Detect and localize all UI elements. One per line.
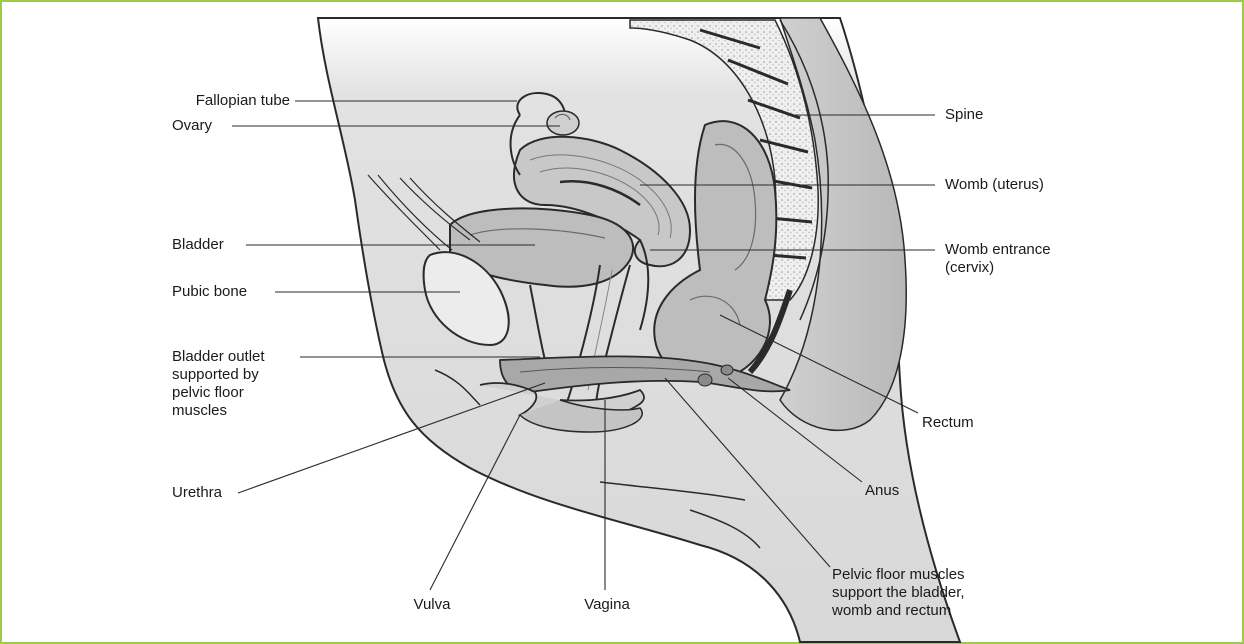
label-urethra: Urethra — [172, 484, 222, 502]
label-pelvic-floor-line-1: Pelvic floor muscles — [832, 566, 965, 584]
label-bladder: Bladder — [172, 236, 224, 254]
label-vulva: Vulva — [402, 596, 462, 614]
label-pubic-bone: Pubic bone — [172, 283, 247, 301]
label-pelvic-floor: Pelvic floor muscles support the bladder… — [832, 566, 965, 620]
label-vagina: Vagina — [575, 596, 639, 614]
label-bladder-outlet-line-1: Bladder outlet — [172, 348, 265, 366]
label-pelvic-floor-line-3: womb and rectum — [832, 602, 965, 620]
label-bladder-outlet-line-2: supported by — [172, 366, 265, 384]
label-womb-entrance-line-1: Womb entrance — [945, 241, 1051, 259]
label-womb: Womb (uterus) — [945, 176, 1044, 194]
label-bladder-outlet-line-3: pelvic floor — [172, 384, 265, 402]
label-bladder-outlet-line-4: muscles — [172, 402, 265, 420]
label-womb-entrance: Womb entrance (cervix) — [945, 241, 1051, 277]
label-fallopian-tube: Fallopian tube — [160, 92, 290, 110]
label-spine: Spine — [945, 106, 983, 124]
label-pelvic-floor-line-2: support the bladder, — [832, 584, 965, 602]
label-rectum: Rectum — [922, 414, 974, 432]
label-bladder-outlet: Bladder outlet supported by pelvic floor… — [172, 348, 265, 420]
label-ovary: Ovary — [172, 117, 212, 135]
label-womb-entrance-line-2: (cervix) — [945, 259, 1051, 277]
label-anus: Anus — [865, 482, 899, 500]
